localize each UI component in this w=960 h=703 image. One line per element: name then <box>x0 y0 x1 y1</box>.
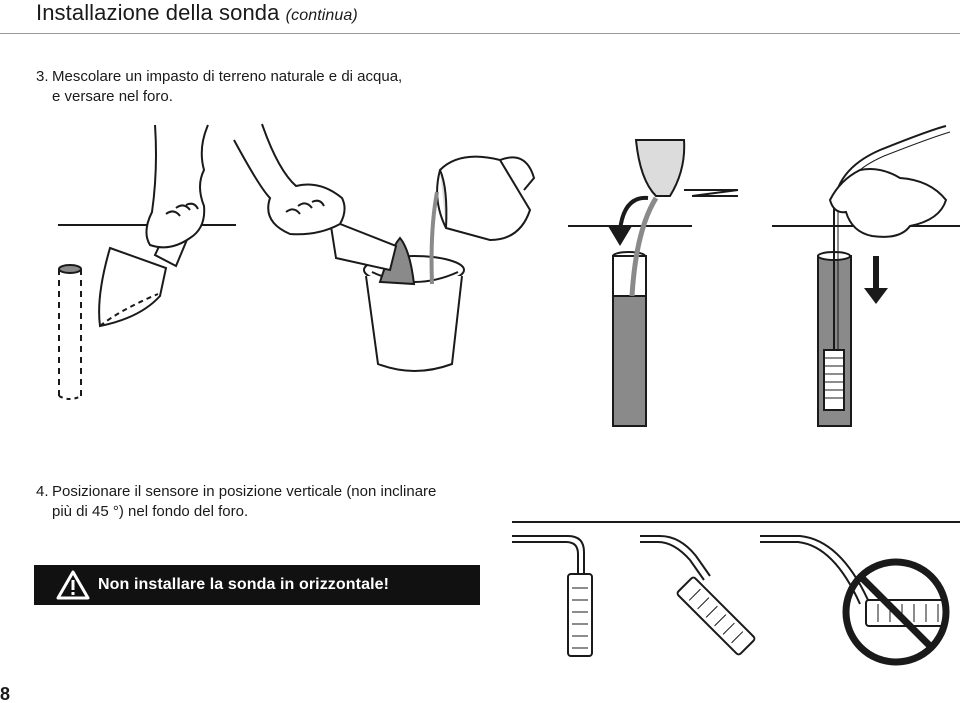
illustration-fill-hole <box>568 139 739 427</box>
prohibited-icon <box>842 558 950 666</box>
illustration-insert-sensor <box>772 125 960 427</box>
step-4-line-1: Posizionare il sensore in posizione vert… <box>52 483 437 500</box>
page-title: Installazione della sonda (continua) <box>36 0 358 26</box>
step-4-line-2: più di 45 °) nel fondo del foro. <box>52 503 249 520</box>
bucket-body <box>365 275 463 372</box>
page-number: 8 <box>0 684 11 703</box>
hole-opening <box>58 264 82 274</box>
hole-outline <box>58 269 82 396</box>
slurry-container <box>634 139 686 197</box>
step-3-line-2: e versare nel foro. <box>52 88 173 105</box>
trowel-blade <box>98 246 168 328</box>
step-3-line-1: Mescolare un impasto di terreno naturale… <box>52 68 403 85</box>
cable-vertical <box>512 535 585 574</box>
sensor-tilted <box>676 576 756 656</box>
warning-banner: Non installare la sonda in orizzontale! <box>34 565 480 605</box>
slurry-stream <box>629 196 659 297</box>
trowel-in-bucket <box>328 218 398 272</box>
page-title-suffix: (continua) <box>285 7 358 24</box>
pour-arrow <box>618 195 649 231</box>
step-4-instruction: 4.Posizionare il sensore in posizione ve… <box>36 482 436 522</box>
hand-holding-cable <box>828 168 948 238</box>
hand-mixing <box>233 123 346 236</box>
header-divider <box>0 33 960 34</box>
step-3-number: 3. <box>36 68 49 85</box>
warning-text: Non installare la sonda in orizzontale! <box>98 576 390 593</box>
sensor-probe <box>823 349 845 411</box>
illustration-orientation <box>512 521 960 666</box>
step-3-instruction: 3.Mescolare un impasto di terreno natura… <box>36 67 402 107</box>
page-title-text: Installazione della sonda <box>36 0 280 25</box>
sensor-vertical <box>567 573 593 657</box>
step-4-number: 4. <box>36 483 49 500</box>
cable-tilted <box>640 535 711 581</box>
hand-left <box>145 124 209 249</box>
water-pitcher <box>436 155 532 242</box>
illustration-mix-pour <box>233 123 536 372</box>
warning-triangle-icon <box>56 570 90 600</box>
illustration-dig-hole <box>58 124 236 400</box>
water-stream <box>429 191 439 285</box>
